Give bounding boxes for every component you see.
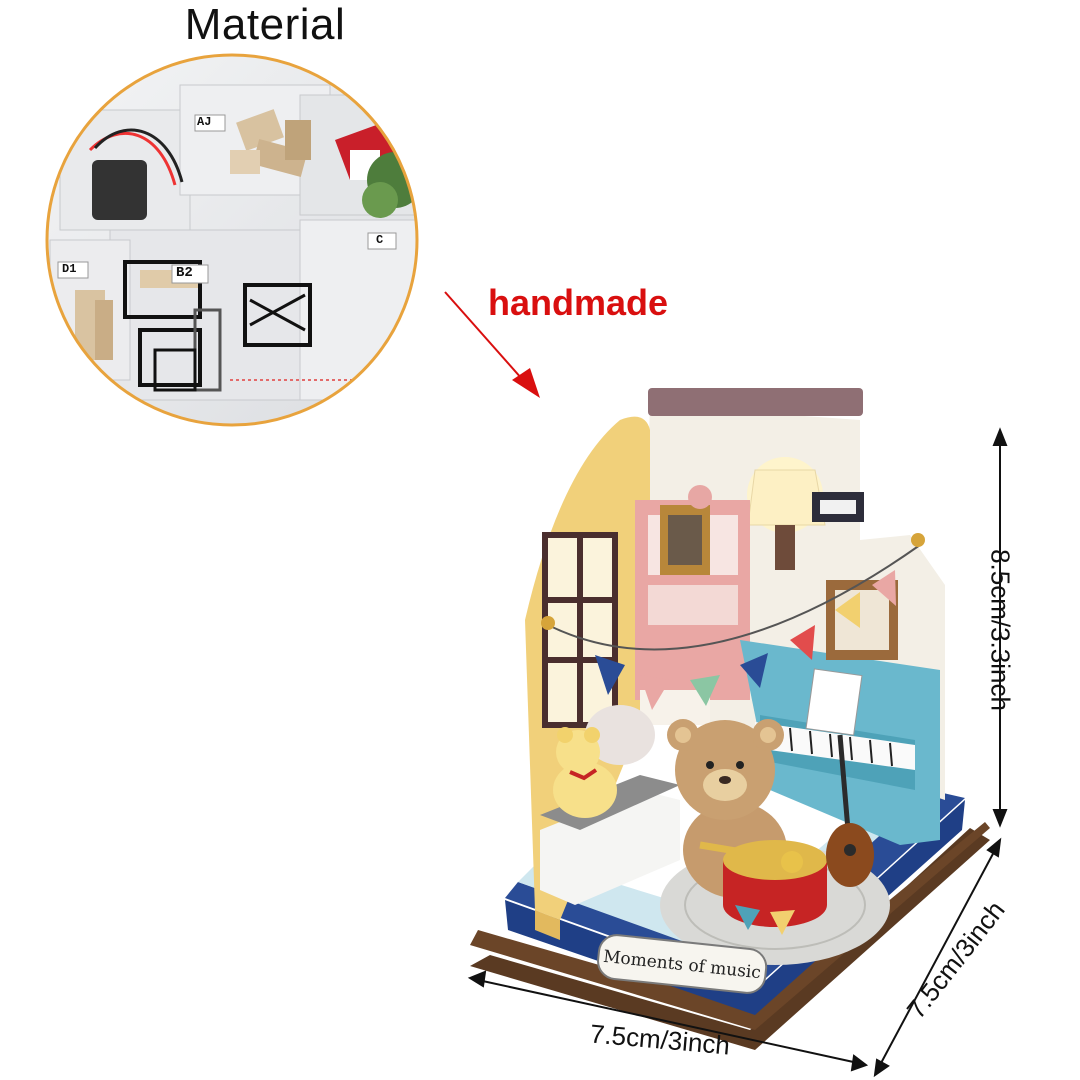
bag-label: C [376, 233, 384, 247]
bag-label: D1 [62, 262, 77, 276]
bag-label: AJ [197, 115, 212, 129]
material-title: Material [184, 0, 346, 49]
bag-label: B2 [176, 265, 193, 281]
height-dimension-label: 8.5cm/3.3inch [985, 549, 1016, 711]
handmade-label: handmade [488, 282, 669, 323]
